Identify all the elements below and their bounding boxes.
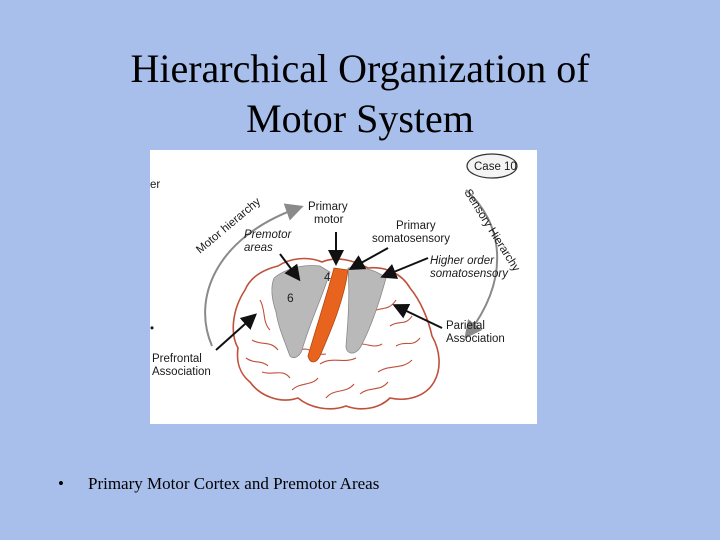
bullet-marker: • <box>58 474 64 493</box>
premotor-arrow <box>279 253 301 282</box>
parietal-label-2: Association <box>446 333 505 345</box>
bullet-item: • Primary Motor Cortex and Premotor Areas <box>58 474 379 494</box>
edge-mark-bottom: • <box>150 323 154 335</box>
somatosensory-region <box>345 267 387 354</box>
higher-order-label-2: somatosensory <box>430 268 509 280</box>
primary-motor-label-2: motor <box>314 214 344 226</box>
premotor-label-2: areas <box>244 242 273 254</box>
prefrontal-label-2: Association <box>152 366 211 378</box>
prefrontal-label-1: Prefrontal <box>152 353 202 365</box>
premotor-label-1: Premotor <box>244 229 292 241</box>
primary-soma-label-2: somatosensory <box>372 233 450 245</box>
area-4-label: 4 <box>324 270 331 284</box>
primary-soma-arrow <box>348 247 389 270</box>
higher-order-label-1: Higher order <box>430 255 495 267</box>
area-6-label: 6 <box>287 291 294 305</box>
motor-hierarchy-arrow <box>204 203 304 347</box>
slide-title-line-1: Hierarchical Organization of <box>130 46 590 91</box>
primary-soma-label-1: Primary <box>396 220 436 232</box>
parietal-label-1: Parietal <box>446 320 485 332</box>
primary-motor-strip-area-4 <box>307 267 349 363</box>
case-badge-label: Case 10 <box>474 161 517 173</box>
edge-mark-top: er <box>150 179 160 191</box>
sensory-hierarchy-arrow <box>464 189 499 339</box>
premotor-region-area-6 <box>271 265 331 358</box>
higher-order-arrow <box>380 257 429 279</box>
slide-title-line-2: Motor System <box>246 96 474 141</box>
case-badge <box>466 153 518 179</box>
brain-diagram-svg: 4 6 Case 10 er • Motor hierarchy Sensory… <box>150 153 522 410</box>
brain-diagram: 4 6 Case 10 er • Motor hierarchy Sensory… <box>150 150 537 424</box>
primary-motor-label-1: Primary <box>308 201 348 213</box>
prefrontal-arrow <box>215 313 257 351</box>
parietal-arrow <box>392 303 443 329</box>
slide-title: Hierarchical Organization of Motor Syste… <box>0 44 720 144</box>
bullet-text: Primary Motor Cortex and Premotor Areas <box>88 474 380 493</box>
